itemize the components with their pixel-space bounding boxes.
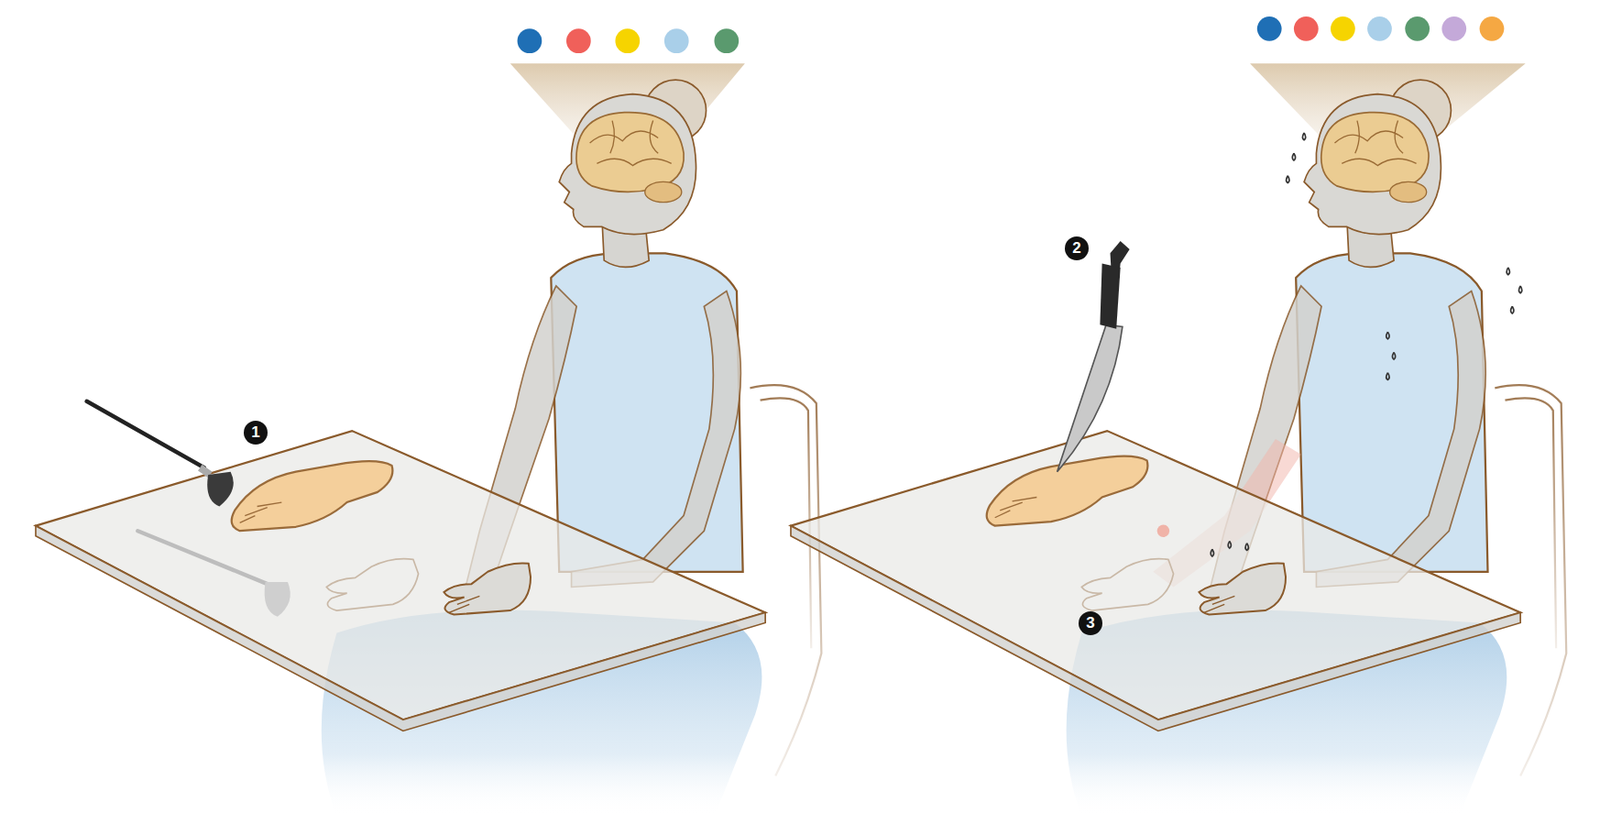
callout-number: 3 <box>1078 611 1103 636</box>
panel-synchronous-brushing <box>35 28 822 817</box>
callout-number: 2 <box>1064 236 1089 261</box>
callout-number: 1 <box>243 420 268 445</box>
panel-knife-threat <box>790 16 1567 817</box>
